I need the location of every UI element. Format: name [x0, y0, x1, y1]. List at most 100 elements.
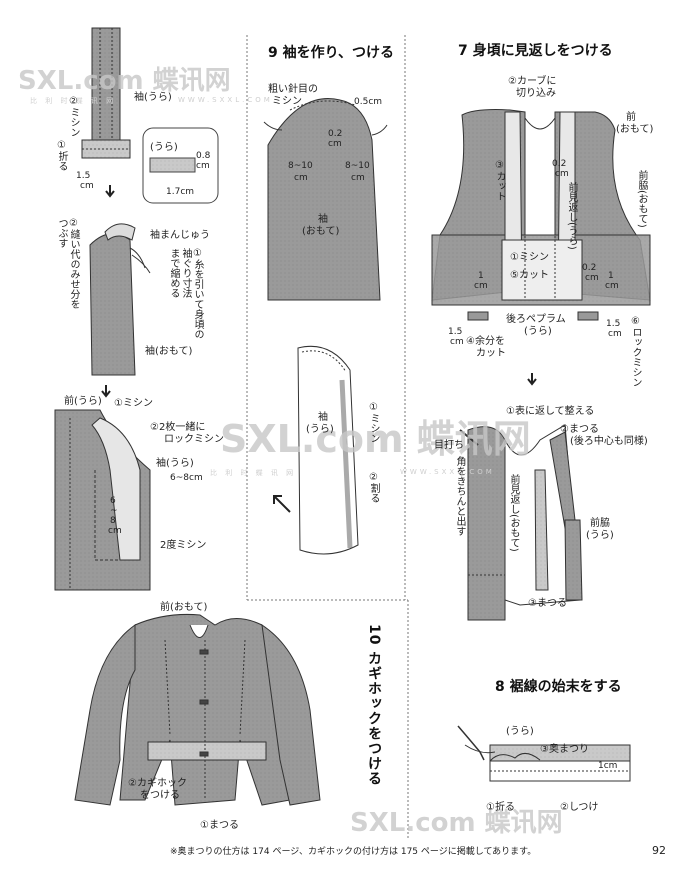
- label-pull-3: まで縮める: [168, 248, 179, 298]
- label-fold: ①折る: [56, 140, 67, 171]
- label-one-cm-unit: cm: [605, 281, 619, 291]
- watermark-url-1: WWW.SXXL.COM: [178, 96, 273, 104]
- label-front-ura: 前(うら): [64, 396, 102, 407]
- label-curve-2: 切り込み: [516, 88, 556, 99]
- label-jacket-front: 前(おもて): [160, 602, 208, 613]
- label-hem-press: ②しつけ: [560, 802, 599, 813]
- watermark-sub-1: 比 利 时 蝶 讯 网: [30, 97, 117, 105]
- label-inset-0-8: 0.8: [196, 151, 211, 161]
- arrow-diag: [273, 495, 291, 513]
- label-measure-2-unit: cm: [585, 273, 599, 283]
- label-facing: 前見返し(うら): [566, 182, 577, 250]
- label-hem-ura: (うら): [506, 726, 534, 737]
- label-top: 0.2: [328, 129, 343, 139]
- label-pull-2: 袖ぐり寸法: [180, 248, 191, 298]
- sleeve-pad-illustration: [89, 223, 151, 376]
- label-blind-3: ③まつる: [528, 598, 567, 609]
- label-6-8-v3: 8: [110, 516, 116, 526]
- label-measure-1: 0.2: [552, 159, 567, 169]
- label-turn: ①表に返して整える: [506, 406, 595, 417]
- label-inset-0-8-unit: cm: [196, 161, 210, 171]
- sleeve-pattern-main: [263, 98, 388, 301]
- label-front-side: (おもて): [616, 124, 654, 135]
- label-side-left: 8~10: [288, 161, 313, 171]
- watermark-sub-2: 比 利 时 蝶 讯 网: [210, 469, 297, 477]
- section-title-hem: 8 裾線の始末をする: [495, 679, 622, 695]
- label-one-cm: 1: [608, 271, 614, 281]
- label-sleeve-front: 袖(おもて): [145, 346, 193, 357]
- label-6-8cm: 6~8cm: [170, 473, 203, 483]
- label-inset-ura: (うら): [150, 142, 178, 153]
- label-cut-3: ③カット: [494, 160, 505, 201]
- jacket-illustration: [74, 613, 321, 806]
- watermark-brand-1: SXL.com 蝶讯网: [18, 66, 231, 96]
- label-side-right: 8~10: [345, 161, 370, 171]
- label-hook-2: をつける: [140, 790, 180, 801]
- label-lock-2b: ロックミシン: [164, 434, 224, 445]
- label-pull-1: ①糸を引いて身頃の: [192, 248, 203, 339]
- label-seam-2: つぶす: [56, 218, 67, 248]
- label-margin-cut-2: カット: [476, 348, 506, 359]
- label-6-8-v4: cm: [108, 526, 122, 536]
- label-right-1-5-unit: cm: [608, 329, 622, 339]
- arrow-down-1: [105, 185, 115, 198]
- label-seam-1: ②縫い代のみせ分を: [68, 218, 79, 309]
- label-double-machine: 2度ミシン: [160, 540, 207, 551]
- label-1-5-unit: cm: [80, 181, 94, 191]
- bodice-facing-illustration: [431, 109, 651, 321]
- label-facing-machine: ①ミシン: [510, 252, 549, 263]
- label-machine-1: ①ミシン: [114, 398, 153, 409]
- label-margin-cut-1: ④余分を: [466, 336, 505, 347]
- label-side-left-unit: cm: [294, 173, 308, 183]
- arrow-down-2: [101, 385, 111, 398]
- label-hem-1cm: 1cm: [598, 761, 618, 771]
- label-back-peplum: 後ろペプラム: [506, 314, 566, 325]
- label-left-1-5: 1.5: [448, 327, 463, 337]
- label-curve-1: ②カーブに: [508, 76, 557, 87]
- label-pad: 袖まんじゅう: [150, 230, 210, 241]
- sleeve-hem-strip: [81, 27, 131, 159]
- label-corner: 角をきちんと出す: [454, 456, 465, 536]
- footer-note: ※奥まつりの仕方は 174 ページ、カギホックの付け方は 175 ページに掲載し…: [170, 847, 537, 857]
- label-sleeve-ura: 袖(うら): [134, 92, 172, 103]
- label-right-1-5: 1.5: [606, 319, 621, 329]
- label-6-8-v1: 6: [110, 496, 116, 506]
- label-lock-2a: ②2枚一緒に: [150, 422, 206, 433]
- label-gathers: 粗い針目の: [268, 84, 318, 95]
- arrow-down-3: [527, 373, 537, 386]
- label-hook: ②カギホック: [128, 778, 187, 789]
- label-sleeve-main: 袖: [318, 214, 328, 225]
- label-hem-back-stitch: ③奥まつり: [540, 744, 589, 755]
- label-hem-fold: ①折る: [486, 802, 515, 813]
- label-sleeve-step1: ①ミシン: [368, 402, 379, 443]
- label-left-1-5-unit: cm: [450, 337, 464, 347]
- page-number: 92: [652, 844, 666, 857]
- label-side-back: 前脇: [590, 518, 610, 529]
- label-1-5: 1.5: [76, 171, 91, 181]
- watermark-brand-2: SXL.com 蝶讯网: [220, 417, 531, 461]
- bodice-sleeve-attach: [54, 409, 151, 591]
- sleeve-sewn-tube: [297, 345, 359, 555]
- label-sleeve-main-side: (おもて): [302, 226, 340, 237]
- label-top-unit: cm: [328, 139, 342, 149]
- label-front: 前: [626, 112, 636, 123]
- section-dividers: [246, 35, 409, 840]
- hem-inset-box: [142, 127, 219, 204]
- label-sleeve-back: 袖: [318, 412, 328, 423]
- label-sleeve-step2: ②割る: [368, 472, 379, 503]
- label-ease: 0.5cm: [354, 97, 383, 107]
- watermark-url-2: WWW.SXXL.COM: [400, 468, 495, 476]
- label-sleeve-back-side: (うら): [306, 424, 334, 435]
- label-back-peplum-side: (うら): [524, 326, 552, 337]
- label-measure-1-unit: cm: [555, 169, 569, 179]
- label-side-back-side: (うら): [586, 530, 614, 541]
- label-hook-blind: ①まつる: [200, 820, 239, 831]
- label-measure-2: 0.2: [582, 263, 597, 273]
- facing-turned-illustration: [459, 424, 583, 621]
- label-blind: ②まつる: [560, 424, 599, 435]
- label-one-cm-left: 1: [478, 271, 484, 281]
- section-title-facing: 7 身頃に見返しをつける: [458, 43, 613, 59]
- label-one-cm-left-unit: cm: [474, 281, 488, 291]
